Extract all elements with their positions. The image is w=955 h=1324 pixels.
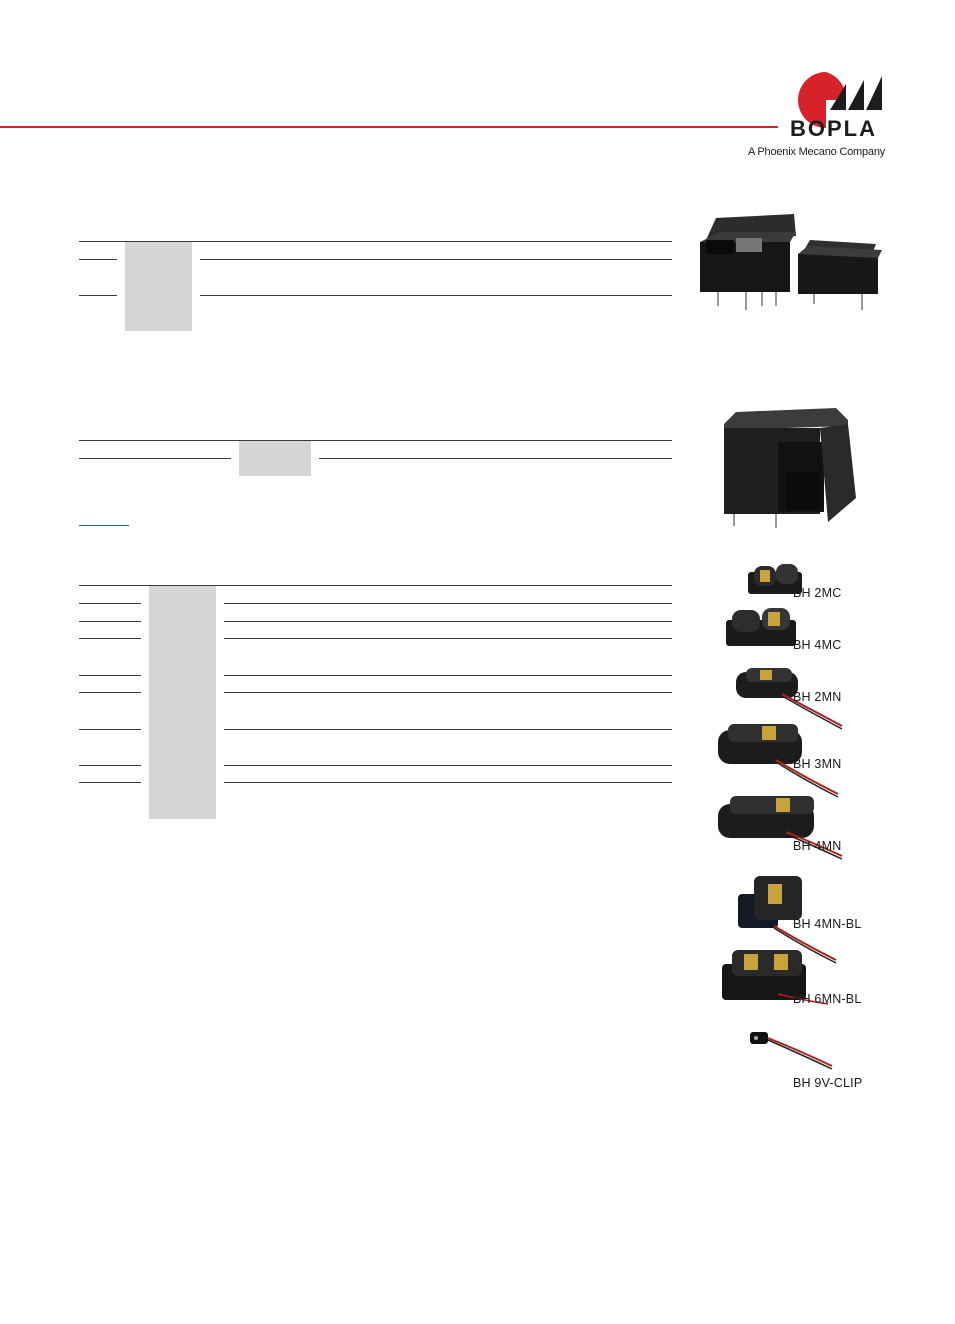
table3-rule-7b (224, 765, 672, 766)
product-photo-bh-9v-clip (750, 1032, 833, 1070)
table3-rule-6b (224, 729, 672, 730)
product-photo-bh-3mn (718, 724, 839, 798)
table3-rule-4a (79, 675, 141, 676)
brand-name: BOPLA (790, 116, 877, 141)
table3-rule-top (79, 585, 672, 586)
caption-bh-6mn-bl: BH 6MN-BL (793, 992, 862, 1006)
table2-rule-top (79, 440, 672, 441)
caption-bh-4mn-bl: BH 4MN-BL (793, 917, 862, 931)
table3-rule-8b (224, 782, 672, 783)
table1-rule-row1-b (200, 259, 672, 260)
table3-rule-8a (79, 782, 141, 783)
table3-rule-1b (224, 603, 672, 604)
table2-rule-row1-b (319, 458, 672, 459)
table3-rule-6a (79, 729, 141, 730)
table3-rule-1a (79, 603, 141, 604)
product-photo-bh-2mc (748, 564, 802, 594)
caption-bh-2mn: BH 2MN (793, 690, 842, 704)
caption-bh-3mn: BH 3MN (793, 757, 842, 771)
table1-highlight-column (125, 242, 192, 331)
product-photo-bh-4mc (726, 608, 796, 646)
bopla-logo-icon (798, 72, 882, 128)
table2-rule-row1-a (79, 458, 231, 459)
table3-rule-3a (79, 638, 141, 639)
link-underline[interactable] (79, 525, 129, 526)
table1-rule-row1-a (79, 259, 117, 260)
product-photo-bh-4mn (718, 796, 843, 860)
table3-highlight-column (149, 586, 216, 819)
table3-rule-5b (224, 692, 672, 693)
caption-bh-9v-clip: BH 9V-CLIP (793, 1076, 863, 1090)
caption-bh-2mc: BH 2MC (793, 586, 842, 600)
table1-rule-top (79, 241, 672, 242)
product-photo-bh-6mn-bl (722, 950, 829, 1005)
table1-rule-row2-a (79, 295, 117, 296)
product-photo-bh-2mn (736, 668, 843, 730)
caption-bh-4mc: BH 4MC (793, 638, 842, 652)
table1-rule-row2-b (200, 295, 672, 296)
table3-rule-2a (79, 621, 141, 622)
table3-rule-3b (224, 638, 672, 639)
table2-highlight-column (239, 441, 311, 476)
table3-rule-2b (224, 621, 672, 622)
header-red-rule (0, 126, 778, 128)
table3-rule-4b (224, 675, 672, 676)
caption-bh-4mn: BH 4MN (793, 839, 842, 853)
product-photo-compartment-holders (700, 214, 882, 310)
table3-rule-5a (79, 692, 141, 693)
brand-tagline: A Phoenix Mecano Company (748, 146, 886, 158)
product-photo-9v-enclosure (724, 408, 856, 528)
table3-rule-7a (79, 765, 141, 766)
product-photo-bh-4mn-bl (738, 876, 837, 964)
